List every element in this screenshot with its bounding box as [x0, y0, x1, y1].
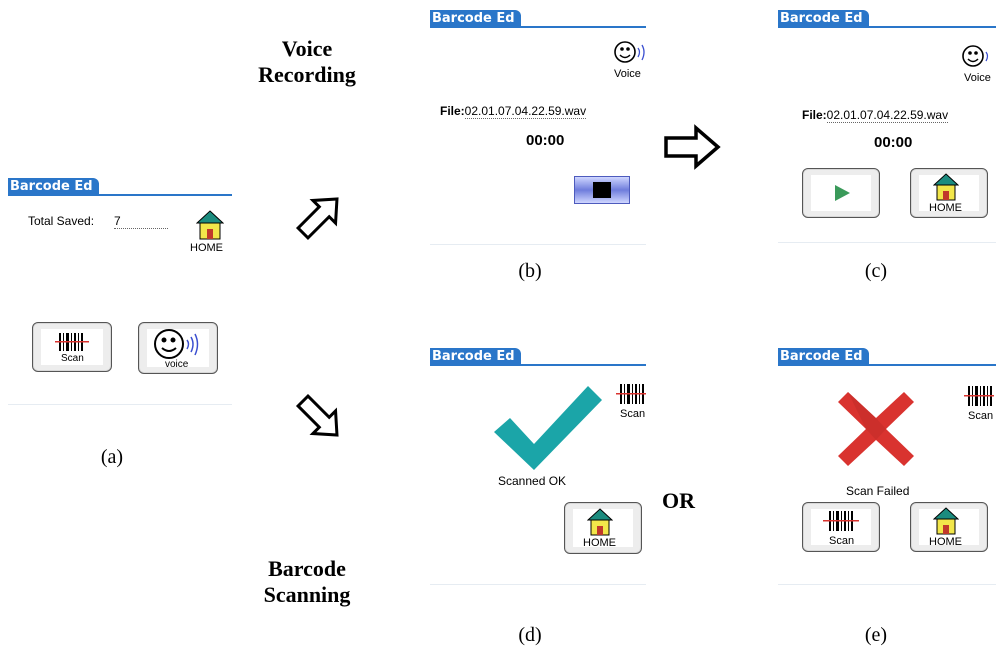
bottom-rule: [778, 242, 996, 243]
titlebar-rule: [778, 364, 996, 366]
stop-button[interactable]: [574, 176, 630, 204]
file-row: File:02.01.07.04.22.59.wav: [802, 108, 949, 123]
titlebar-rule: [430, 364, 646, 366]
home-icon[interactable]: [196, 210, 224, 240]
play-button[interactable]: [802, 168, 880, 218]
home-icon: [933, 507, 959, 535]
arrow-right-icon: [664, 124, 721, 170]
titlebar: Barcode Ed: [778, 348, 996, 368]
app-title: Barcode Ed: [778, 10, 869, 28]
home-button[interactable]: HOME: [910, 168, 988, 218]
screen-d: Barcode Ed Scan Scanned OK HOME: [430, 348, 646, 588]
titlebar: Barcode Ed: [430, 348, 646, 368]
stop-icon: [593, 182, 611, 198]
screen-a: Barcode Ed Total Saved: 7 HOME Scan voic…: [8, 178, 232, 410]
barcode-scanning-label: Barcode Scanning: [244, 556, 370, 608]
file-name: 02.01.07.04.22.59.wav: [464, 104, 587, 119]
scan-button[interactable]: Scan: [32, 322, 112, 372]
arrow-down-right-icon: [295, 393, 339, 437]
scan-button[interactable]: Scan: [802, 502, 880, 552]
scan-label: Scan: [968, 410, 994, 422]
barcode-scanning-text: Barcode Scanning: [263, 556, 351, 607]
titlebar: Barcode Ed: [430, 10, 646, 30]
screen-e: Barcode Ed Scan Scan Failed Scan HOME: [778, 348, 996, 588]
play-icon: [835, 185, 850, 201]
voice-button[interactable]: voice: [138, 322, 218, 374]
timer: 00:00: [874, 134, 913, 151]
titlebar-rule: [778, 26, 996, 28]
caption-a: (a): [100, 446, 124, 468]
voice-recording-label: Voice Recording: [244, 36, 370, 88]
voice-label: Voice: [614, 68, 641, 80]
titlebar-rule: [430, 26, 646, 28]
bottom-rule: [778, 584, 996, 585]
barcode-icon[interactable]: [616, 384, 646, 406]
app-title: Barcode Ed: [430, 10, 521, 28]
home-icon: [933, 173, 959, 201]
voice-recording-text: Voice Recording: [258, 36, 356, 87]
timer: 00:00: [526, 132, 565, 149]
scan-label: Scan: [61, 353, 84, 364]
total-saved-label: Total Saved:: [28, 214, 95, 228]
caption-b: (b): [518, 260, 542, 282]
cross-icon: [838, 392, 914, 466]
app-title: Barcode Ed: [430, 348, 521, 366]
home-label: HOME: [583, 537, 616, 549]
status-text: Scanned OK: [498, 474, 567, 488]
app-title: Barcode Ed: [8, 178, 99, 196]
arrow-up-right-icon: [295, 197, 339, 241]
voice-label: Voice: [964, 72, 991, 84]
barcode-icon: [823, 511, 859, 531]
home-icon: [587, 508, 613, 536]
caption-c: (c): [864, 260, 888, 282]
screen-b: Barcode Ed Voice File:02.01.07.04.22.59.…: [430, 10, 646, 248]
scan-button-label: Scan: [829, 535, 855, 547]
bottom-rule: [430, 584, 646, 585]
file-label: File:: [802, 108, 827, 122]
home-button[interactable]: HOME: [910, 502, 988, 552]
voice-label: voice: [165, 359, 189, 370]
smiley-voice-icon[interactable]: [962, 44, 994, 70]
home-button[interactable]: HOME: [564, 502, 642, 554]
scan-label: Scan: [620, 408, 646, 420]
home-label: HOME: [190, 242, 223, 254]
smiley-voice-icon[interactable]: [614, 40, 646, 66]
home-label: HOME: [929, 202, 962, 214]
home-label: HOME: [929, 536, 962, 548]
file-row: File:02.01.07.04.22.59.wav: [440, 104, 587, 119]
file-name: 02.01.07.04.22.59.wav: [826, 108, 949, 123]
caption-e: (e): [864, 624, 888, 646]
barcode-icon: [55, 333, 89, 351]
bottom-rule: [430, 244, 646, 245]
checkmark-icon: [494, 386, 602, 470]
smiley-voice-icon: [154, 329, 199, 359]
bottom-rule: [8, 404, 232, 405]
caption-d: (d): [518, 624, 542, 646]
titlebar: Barcode Ed: [8, 178, 232, 198]
screen-c: Barcode Ed Voice File:02.01.07.04.22.59.…: [778, 10, 996, 248]
barcode-icon[interactable]: [964, 386, 994, 408]
or-label: OR: [662, 488, 695, 513]
app-title: Barcode Ed: [778, 348, 869, 366]
status-text: Scan Failed: [846, 484, 910, 498]
titlebar: Barcode Ed: [778, 10, 996, 30]
file-label: File:: [440, 104, 465, 118]
total-saved-value: 7: [114, 214, 168, 229]
titlebar-rule: [8, 194, 232, 196]
